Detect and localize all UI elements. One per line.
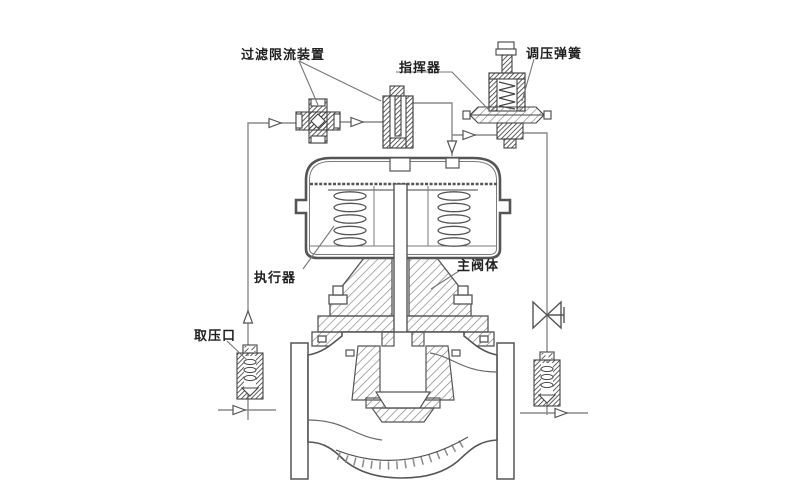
- outlet-flange: [496, 342, 515, 480]
- restrictor-cylinder: [382, 85, 414, 149]
- cage-right: [425, 345, 455, 401]
- inlet-flange: [290, 342, 309, 480]
- label-pressure-tap: 取压口: [194, 328, 237, 343]
- label-pressure-spring: 调压弹簧: [526, 46, 583, 61]
- gate-valve-symbol: [532, 300, 565, 330]
- label-main-valve-body: 主阀体: [457, 258, 500, 273]
- leader-lines: [226, 58, 535, 361]
- stem-top-guide: [389, 157, 411, 172]
- main-valve-body-group: [290, 331, 515, 480]
- pressure-tap-fitting: [236, 344, 264, 400]
- outlet-tap-fitting: [533, 351, 561, 407]
- label-pilot: 指挥器: [399, 60, 442, 75]
- actuator-spring-left: [333, 191, 367, 247]
- filter-cross-fitting: [295, 98, 341, 144]
- actuator-top-port: [445, 157, 460, 169]
- label-actuator: 执行器: [254, 270, 297, 285]
- label-filter-restrictor: 过滤限流装置: [241, 47, 326, 62]
- pilot-regulator: [462, 41, 552, 149]
- valve-plug: [374, 391, 432, 409]
- actuator-spring-right: [437, 191, 471, 247]
